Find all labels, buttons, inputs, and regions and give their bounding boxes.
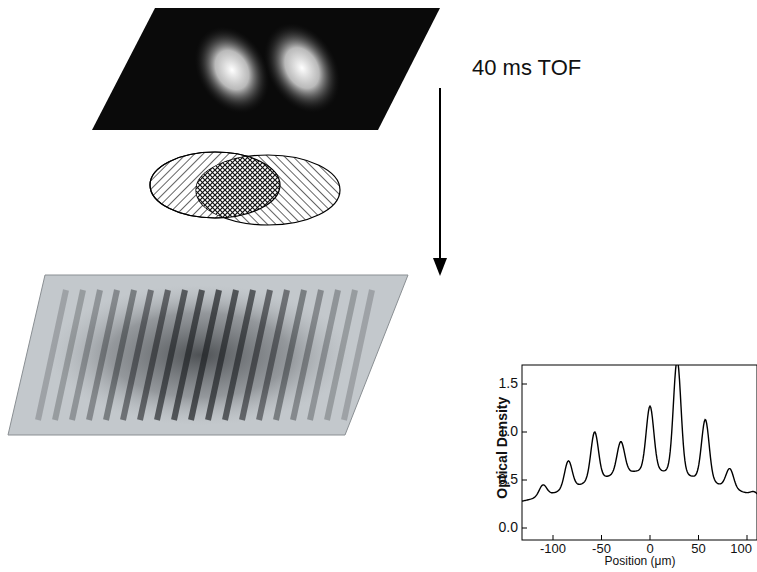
tick-label: -50 <box>592 542 611 556</box>
tick-label: 0.0 <box>499 520 518 535</box>
tick-label: -100 <box>540 542 566 556</box>
density-curve <box>522 365 757 501</box>
annotation: 40 ms TOF <box>472 56 581 80</box>
tick-label: 1.5 <box>499 376 518 391</box>
tick-label: 1.0 <box>499 424 518 439</box>
arrow-line <box>439 88 441 262</box>
arrowhead <box>433 258 447 276</box>
plot-frame <box>522 365 757 540</box>
interference-fringes <box>38 285 372 425</box>
condensate-blob <box>249 9 356 126</box>
axis-title: Position (μm) <box>605 555 676 568</box>
tick-label: 0.5 <box>499 472 518 487</box>
tick-label: 0 <box>646 542 653 556</box>
axis-ticks <box>522 384 747 540</box>
tick-label: 100 <box>730 542 752 556</box>
interference-image <box>8 275 408 435</box>
tick-label: 50 <box>691 542 705 556</box>
absorption-image <box>92 8 440 130</box>
